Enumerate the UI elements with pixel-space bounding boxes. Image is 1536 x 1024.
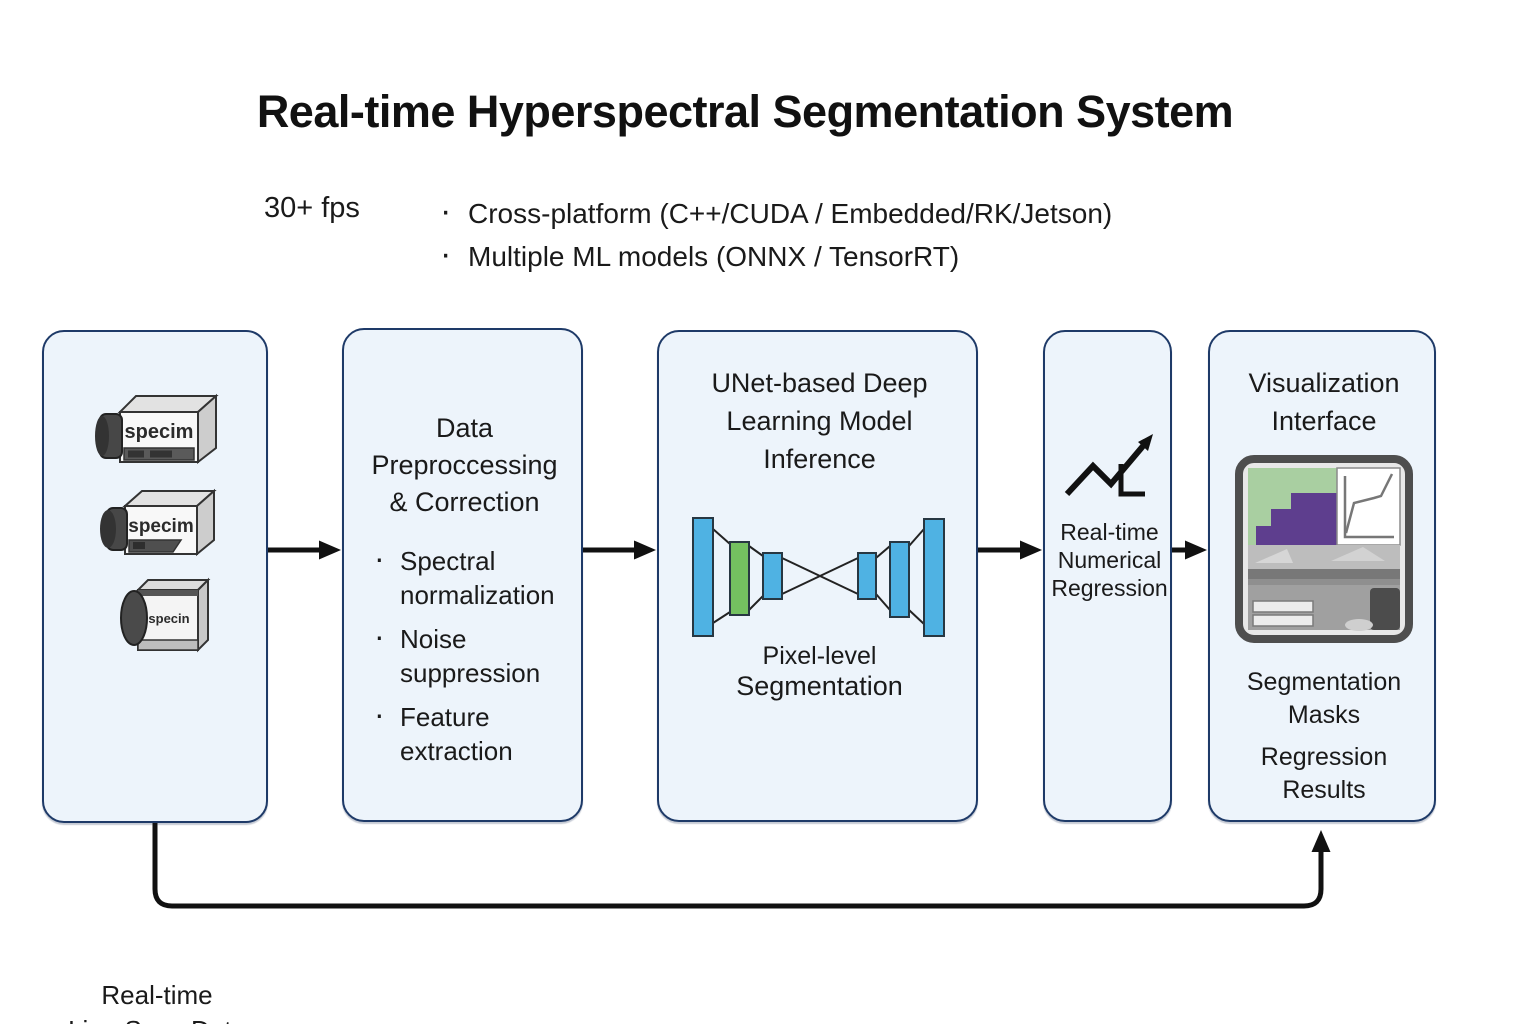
inference-caption: Segmentation — [736, 671, 903, 701]
fps-label: 30+ fps — [264, 192, 360, 224]
preprocessing-title: Data Preproccessing & Correction — [371, 413, 558, 517]
specim-camera-icon: specim — [95, 393, 219, 465]
preprocessing-bullet-list: Spectral normalization Noise suppression… — [374, 541, 574, 778]
box-preprocessing: Data Preproccessing & Correction Spectra… — [342, 328, 583, 822]
visualization-title: Visualization Interface — [1248, 368, 1400, 436]
acquisition-caption: Real-time Line Scan Data Acquisition (sp… — [68, 980, 246, 1024]
visualization-caption: Segmentation Masks Regression Results — [1246, 668, 1402, 804]
box-regression: Real-time Numerical Regression — [1043, 330, 1172, 822]
specim-camera-icon: specim — [100, 488, 217, 557]
specim-camera-icon: specin — [120, 577, 211, 653]
page-title: Real-time Hyperspectral Segmentation Sys… — [256, 86, 1234, 137]
visualization-thumbnail-icon — [1235, 455, 1413, 643]
header-bullet-item: Cross-platform (C++/CUDA / Embedded/RK/J… — [438, 190, 1112, 235]
flow-arrow-2 — [583, 540, 656, 560]
camera-label: specim — [128, 516, 193, 537]
inference-caption: Pixel-level — [762, 642, 877, 670]
flow-arrow-3 — [978, 540, 1042, 560]
camera-label: specin — [148, 611, 189, 626]
bullet-item: Noise suppression — [374, 619, 574, 690]
camera-label: specim — [125, 421, 194, 443]
unet-diagram-icon — [692, 517, 945, 637]
flow-arrow-4 — [1172, 540, 1207, 560]
box-visualization: Visualization Interface — [1208, 330, 1436, 822]
bullet-item: Feature extraction — [374, 697, 574, 768]
box-inference: UNet-based Deep Learning Model Inference… — [657, 330, 978, 822]
chart-panel — [1336, 467, 1401, 546]
camera-feed-panel — [1248, 545, 1400, 631]
bullet-item: Spectral normalization — [374, 541, 574, 612]
trend-arrow-icon — [1064, 434, 1153, 497]
camera-icons-stack: specim specim specin — [44, 384, 270, 660]
flow-arrow-1 — [268, 540, 341, 560]
header-bullet-item: Multiple ML models (ONNX / TensorRT) — [438, 233, 1112, 278]
box-acquisition: specim specim specin — [42, 330, 270, 1024]
feedback-arrow — [152, 823, 1331, 909]
header-bullet-list: Cross-platform (C++/CUDA / Embedded/RK/J… — [438, 190, 1112, 278]
inference-title: UNet-based Deep Learning Model Inference — [711, 368, 928, 474]
regression-caption: Real-time Numerical Regression — [1051, 519, 1168, 601]
segmentation-mask-panel — [1248, 468, 1337, 545]
